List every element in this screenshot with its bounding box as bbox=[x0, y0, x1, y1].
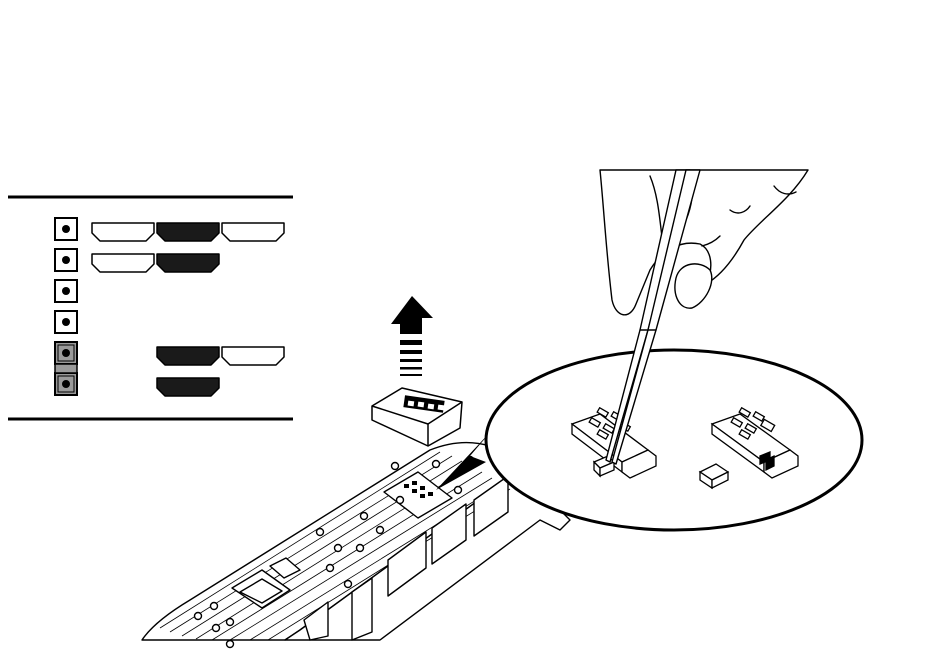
unlit-segment bbox=[92, 254, 154, 272]
legend-row bbox=[55, 311, 77, 333]
legend-panel bbox=[8, 197, 293, 419]
legend-row bbox=[55, 249, 219, 272]
jumper-bridge bbox=[55, 364, 77, 373]
legend-rows bbox=[55, 218, 284, 396]
pin-dot bbox=[62, 256, 70, 264]
legend-row bbox=[55, 373, 219, 396]
pin-dot bbox=[62, 225, 70, 233]
arrow-stripe bbox=[400, 367, 422, 370]
pin-dot bbox=[62, 380, 70, 388]
arrow-head bbox=[391, 296, 433, 334]
unlit-segment bbox=[222, 223, 284, 241]
lift-arrow bbox=[391, 296, 433, 376]
thumbnail bbox=[675, 264, 712, 308]
legend-row bbox=[55, 218, 284, 241]
arrow-stripe bbox=[400, 359, 422, 362]
pin-dot bbox=[62, 318, 70, 326]
unlit-segment bbox=[222, 347, 284, 365]
module-body bbox=[372, 388, 462, 446]
pin-dot bbox=[62, 287, 70, 295]
legend-row bbox=[55, 280, 77, 302]
lit-segment bbox=[157, 223, 219, 241]
lit-segment bbox=[157, 347, 219, 365]
arrow-stripe bbox=[400, 374, 422, 376]
unlit-segment bbox=[92, 223, 154, 241]
lit-segment bbox=[157, 378, 219, 396]
magnifier-ellipse bbox=[486, 350, 862, 530]
lit-segment bbox=[157, 254, 219, 272]
legend-row bbox=[55, 342, 284, 365]
removed-module bbox=[372, 388, 462, 446]
arrow-stripe bbox=[400, 350, 422, 354]
pin-dot bbox=[62, 349, 70, 357]
arrow-stripe bbox=[400, 340, 422, 345]
